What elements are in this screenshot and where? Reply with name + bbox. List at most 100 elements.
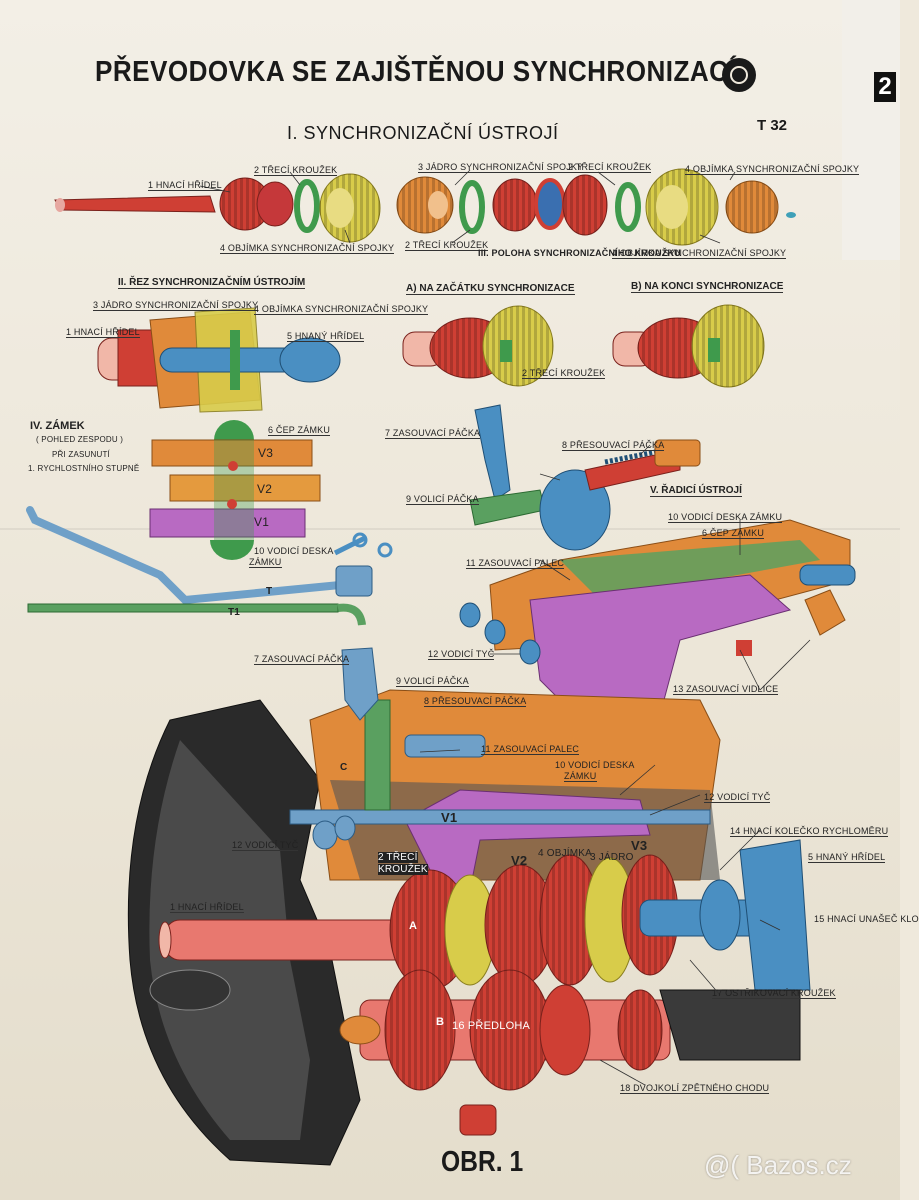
section-4-sub1: ( POHLED ZESPODU ) [36, 435, 124, 444]
figure-number: OBR. 1 [441, 1146, 524, 1178]
label-cs-output: 5 HNANÝ HŘÍDEL [287, 331, 365, 342]
label-guide-plate: 10 VODICÍ DESKA ZÁMKU [668, 512, 783, 523]
label-sleeve-right-top: 4 OBJÍMKA SYNCHRONIZAČNÍ SPOJKY [685, 164, 860, 175]
input-gear-teeth [220, 178, 270, 230]
friction-ring-1 [294, 179, 320, 233]
label-main-a: A [409, 920, 418, 932]
label-shift-fork: 13 ZASOUVACÍ VIDLICE [673, 684, 779, 695]
label-v1: V1 [254, 515, 270, 529]
position-a-title: A) NA ZAČÁTKU SYNCHRONIZACE [406, 283, 575, 295]
label-main-v3: V3 [631, 838, 648, 853]
label-rod-t1: T1 [228, 607, 241, 618]
label-reverse-gear: 18 DVOJKOLÍ ZPĚTNÉHO CHODU [620, 1083, 770, 1094]
sleeve-1-hole [326, 188, 354, 228]
section-2-title: II. ŘEZ SYNCHRONIZAČNÍM ÚSTROJÍM [118, 277, 306, 289]
section-4-title: IV. ZÁMEK [30, 420, 85, 432]
label-sleeve-right-bottom: 4 OBJÍMKA SYNCHRONIZAČNÍ SPOJKY [612, 248, 787, 259]
gear-4-teeth [563, 175, 607, 235]
label-shift-lever: 7 ZASOUVACÍ PÁČKA [385, 428, 481, 439]
label-main-shift-finger: 11 ZASOUVACÍ PALEC [481, 744, 580, 755]
synchro-position-b [612, 304, 765, 388]
label-guide-rod: 12 VODICÍ TYČ [428, 649, 495, 660]
dog-gear [256, 181, 294, 227]
section-1-title: I. SYNCHRONIZAČNÍ ÚSTROJÍ [287, 123, 559, 143]
label-main-friction-2: KROUŽEK [378, 864, 428, 875]
label-main-guide-rod-left: 12 VODICÍ TYČ [232, 840, 299, 851]
label-main-hub: 3 JÁDRO [590, 852, 634, 863]
input-shaft [54, 195, 216, 213]
section-5-title: V. ŘADICÍ ÚSTROJÍ [650, 485, 742, 497]
adjacent-sheet: 2 [842, 0, 900, 260]
label-cs-hub: 3 JÁDRO SYNCHRONIZAČNÍ SPOJKY [93, 300, 259, 311]
poster-code: T 32 [757, 117, 788, 134]
label-ring-position: III. POLOHA SYNCHRONIZAČNÍHO KROUŽKU [478, 248, 681, 258]
label-friction-ring-2: 2 TŘECÍ KROUŽEK [568, 162, 652, 173]
skoda-logo [722, 58, 756, 92]
label-countershaft: 16 PŘEDLOHA [452, 1020, 531, 1032]
key-pin [786, 212, 796, 218]
poster-title: PŘEVODOVKA SE ZAJIŠTĚNOU SYNCHRONIZACÍ [95, 56, 737, 88]
label-lock-plate: 10 VODICÍ DESKA [254, 546, 334, 556]
label-sleeve-bottom: 4 OBJÍMKA SYNCHRONIZAČNÍ SPOJKY [220, 243, 395, 254]
shaft-end [55, 198, 65, 212]
ring-blue [534, 178, 566, 230]
label-lock-plate-2: ZÁMKU [249, 557, 282, 568]
lock-diagram [149, 420, 321, 560]
label-main-sleeve: 4 OBJÍMKA [538, 848, 593, 859]
label-main-guide-rod-right: 12 VODICÍ TYČ [704, 792, 771, 803]
label-shift-finger: 11 ZASOUVACÍ PALEC [466, 558, 565, 569]
label-speedo-gear: 14 HNACÍ KOLEČKO RYCHLOMĚRU [730, 826, 889, 837]
gear-3-teeth [493, 179, 537, 231]
label-hub-1: 3 JÁDRO SYNCHRONIZAČNÍ SPOJKY [418, 162, 584, 173]
label-drive-flange: 15 HNACÍ UNAŠEČ KLO [814, 914, 919, 924]
illustration-layer [26, 168, 856, 1166]
label-cs-sleeve: 4 OBJÍMKA SYNCHRONIZAČNÍ SPOJKY [254, 304, 429, 315]
label-lock-pin-2: 6 ČEP ZÁMKU [702, 528, 765, 539]
label-main-input-shaft: 1 HNACÍ HŘÍDEL [170, 902, 244, 913]
label-select-lever: 9 VOLICÍ PÁČKA [406, 494, 479, 505]
gearbox-cutaway [127, 647, 811, 1166]
label-rod-t: T [266, 586, 273, 597]
friction-ring-3 [615, 182, 641, 232]
label-oil-ring: 17 OSTŘIKOVACÍ KROUŽEK [712, 988, 836, 999]
sheet-number: 2 [874, 72, 896, 102]
label-main-select-lever: 9 VOLICÍ PÁČKA [396, 676, 469, 687]
label-transfer-lever: 8 PŘESOUVACÍ PÁČKA [562, 440, 665, 451]
fold-line [0, 528, 900, 530]
label-input-shaft: 1 HNACÍ HŘÍDEL [148, 180, 222, 191]
hub-hole [428, 191, 448, 219]
label-main-b: B [436, 1016, 445, 1028]
section-4-sub3: 1. RYCHLOSTNÍHO STUPNĚ [28, 464, 140, 473]
label-main-shift-lever: 7 ZASOUVACÍ PÁČKA [254, 654, 350, 665]
synchro-cross-section [97, 307, 341, 413]
label-main-c: C [340, 762, 348, 773]
cs-friction-ring [230, 330, 240, 390]
label-lock-pin: 6 ČEP ZÁMKU [268, 425, 331, 436]
friction-ring-2 [459, 180, 485, 234]
synchro-position-a [402, 305, 554, 387]
watermark: @( Bazos.cz [704, 1150, 852, 1180]
cs-output-end [279, 337, 341, 383]
label-main-transfer-lever: 8 PŘESOUVACÍ PÁČKA [424, 696, 527, 707]
label-friction-ring-1: 2 TŘECÍ KROUŽEK [254, 165, 338, 176]
position-b-title: B) NA KONCI SYNCHRONIZACE [631, 281, 784, 293]
label-main-friction: 2 TŘECÍ [378, 852, 418, 863]
section-4-sub2: PŘI ZASUNUTÍ [52, 450, 110, 459]
sleeve-2-hole [656, 185, 688, 229]
shift-rods [26, 506, 393, 626]
label-v3: V3 [258, 446, 274, 460]
label-cs-input: 1 HNACÍ HŘÍDEL [66, 327, 140, 338]
leader-lines [199, 169, 811, 1086]
label-friction-ring-bottom: 2 TŘECÍ KROUŽEK [405, 240, 489, 251]
label-output-shaft: 5 HNANÝ HŘÍDEL [808, 852, 886, 863]
label-main-guide-plate: 10 VODICÍ DESKA [555, 760, 635, 770]
label-main-v1: V1 [441, 810, 458, 825]
hub-teeth [397, 177, 453, 233]
exploded-synchronizer [54, 168, 796, 246]
label-main-guide-plate-2: ZÁMKU [564, 771, 597, 782]
label-v2: V2 [257, 482, 273, 496]
shifting-mechanism [459, 404, 856, 751]
label-main-v2: V2 [511, 853, 528, 868]
label-pos-a-friction: 2 TŘECÍ KROUŽEK [522, 368, 606, 379]
hub-2-teeth [726, 181, 778, 233]
